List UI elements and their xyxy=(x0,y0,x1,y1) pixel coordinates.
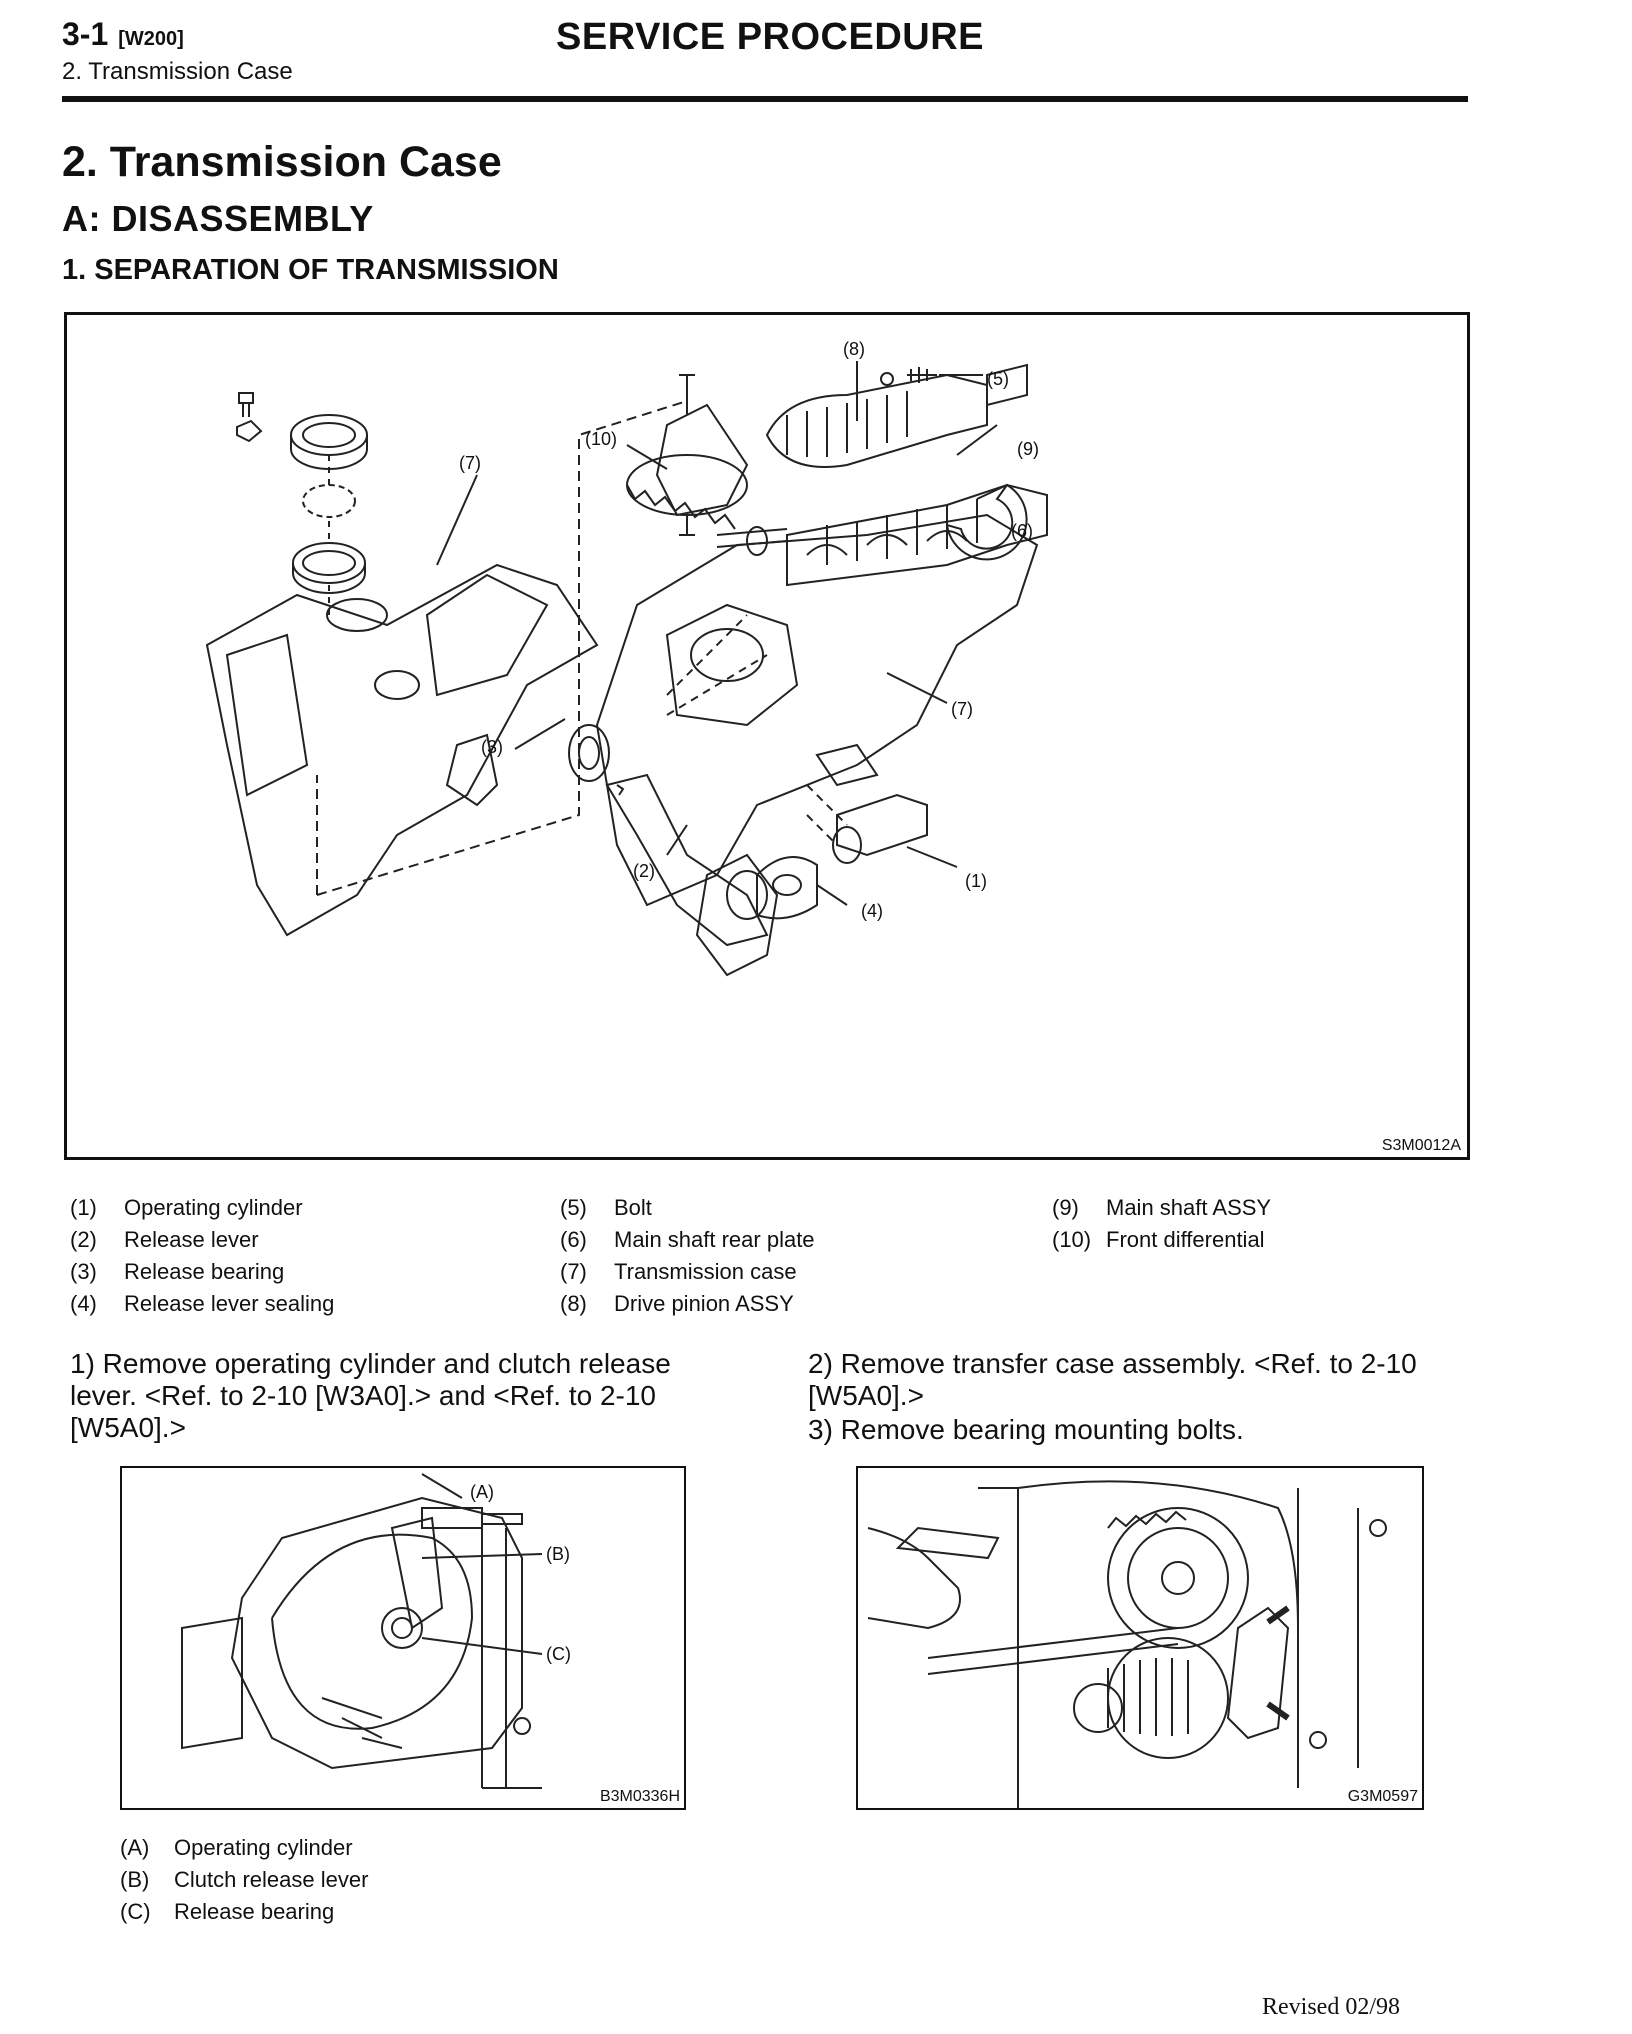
main-legend-col3: (9) Main shaft ASSY (10) Front differentia… xyxy=(1052,1192,1452,1256)
legend-text: Clutch release lever xyxy=(174,1867,369,1892)
step-1-text: 1) Remove operating cylinder and clutch … xyxy=(70,1348,671,1443)
legend-num: (B) xyxy=(120,1867,150,1892)
bearing-bolts-figure: G3M0597 xyxy=(856,1466,1424,1810)
step-2-text: 2) Remove transfer case assembly. <Ref. … xyxy=(808,1348,1417,1411)
legend-item: (4) Release lever sealing xyxy=(70,1288,550,1320)
figure-code: S3M0012A xyxy=(1381,1137,1461,1154)
legend-text: Release bearing xyxy=(124,1259,285,1284)
legend-item: (9) Main shaft ASSY xyxy=(1052,1192,1452,1224)
legend-num: (10) xyxy=(1052,1227,1092,1252)
legend-item: (7) Transmission case xyxy=(560,1256,1040,1288)
callout-c: (C) xyxy=(546,1644,571,1664)
figure-code: G3M0597 xyxy=(1347,1788,1418,1805)
legend-item: (3) Release bearing xyxy=(70,1256,550,1288)
callout-1: (1) xyxy=(965,871,987,891)
legend-item: (A) Operating cylinder xyxy=(120,1832,540,1864)
callout-5: (5) xyxy=(987,369,1009,389)
legend-num: (8) xyxy=(560,1291,587,1316)
procedure-heading: 1. SEPARATION OF TRANSMISSION xyxy=(62,254,559,286)
legend-num: (3) xyxy=(70,1259,97,1284)
legend-text: Release lever xyxy=(124,1227,259,1252)
bearing-bolts-diagram xyxy=(867,1480,1387,1808)
legend-item: (5) Bolt xyxy=(560,1192,1040,1224)
legend-num: (A) xyxy=(120,1835,150,1860)
page-header-title: SERVICE PROCEDURE xyxy=(556,16,985,58)
legend-text: Operating cylinder xyxy=(124,1195,303,1220)
callout-7-left: (7) xyxy=(459,453,481,473)
legend-item: (B) Clutch release lever xyxy=(120,1864,540,1896)
section-heading: 2. Transmission Case xyxy=(62,138,502,186)
subsection-label: 2. Transmission Case xyxy=(62,58,293,85)
section-number-text: 3-1 xyxy=(62,16,109,52)
callout-7-right: (7) xyxy=(951,699,973,719)
legend-text: Release lever sealing xyxy=(124,1291,335,1316)
legend-text: Bolt xyxy=(614,1195,652,1220)
release-lever-figure: (A) (B) (C) B3M0336H xyxy=(120,1466,686,1810)
left-figure-legend: (A) Operating cylinder (B) Clutch release … xyxy=(120,1832,540,1928)
legend-text: Main shaft ASSY xyxy=(1106,1195,1272,1220)
legend-item: (8) Drive pinion ASSY xyxy=(560,1288,1040,1320)
step-3-text: 3) Remove bearing mounting bolts. xyxy=(808,1414,1244,1445)
revision-footer: Revised 02/98 xyxy=(1262,1994,1400,2020)
callout-10: (10) xyxy=(585,429,617,449)
release-lever-diagram: (A) (B) (C) xyxy=(181,1473,571,1789)
legend-item: (10) Front differential xyxy=(1052,1224,1452,1256)
callout-6: (6) xyxy=(1011,521,1033,541)
legend-num: (1) xyxy=(70,1195,97,1220)
legend-item: (6) Main shaft rear plate xyxy=(560,1224,1040,1256)
legend-num: (7) xyxy=(560,1259,587,1284)
section-code: [W200] xyxy=(118,28,184,50)
callout-4: (4) xyxy=(861,901,883,921)
legend-num: (C) xyxy=(120,1899,151,1924)
legend-num: (9) xyxy=(1052,1195,1079,1220)
figure-code: B3M0336H xyxy=(599,1788,680,1805)
legend-num: (2) xyxy=(70,1227,97,1252)
callout-9: (9) xyxy=(1017,439,1039,459)
callout-8: (8) xyxy=(843,339,865,359)
header-rule xyxy=(62,96,1468,102)
main-legend-col2: (5) Bolt (6) Main shaft rear plate (7) Tran… xyxy=(560,1192,1040,1320)
exploded-transmission-diagram: (8) (5) (9) (6) (7) (10) (7) (3) (2) (1)… xyxy=(205,339,1048,977)
legend-text: Main shaft rear plate xyxy=(614,1227,815,1252)
legend-num: (4) xyxy=(70,1291,97,1316)
callout-3: (3) xyxy=(481,737,503,757)
main-figure: (8) (5) (9) (6) (7) (10) (7) (3) (2) (1)… xyxy=(64,312,1470,1160)
legend-text: Operating cylinder xyxy=(174,1835,353,1860)
callout-b: (B) xyxy=(546,1544,570,1564)
legend-item: (C) Release bearing xyxy=(120,1896,540,1928)
legend-num: (5) xyxy=(560,1195,587,1220)
legend-text: Front differential xyxy=(1106,1227,1265,1252)
main-legend-col1: (1) Operating cylinder (2) Release lever (… xyxy=(70,1192,550,1320)
legend-text: Release bearing xyxy=(174,1899,335,1924)
legend-text: Drive pinion ASSY xyxy=(614,1291,794,1316)
section-number: 3-1 [W200] xyxy=(62,16,184,53)
legend-item: (2) Release lever xyxy=(70,1224,550,1256)
legend-item: (1) Operating cylinder xyxy=(70,1192,550,1224)
legend-num: (6) xyxy=(560,1227,587,1252)
subsection-heading: A: DISASSEMBLY xyxy=(62,198,374,239)
callout-a: (A) xyxy=(470,1482,494,1502)
legend-text: Transmission case xyxy=(614,1259,797,1284)
callout-2: (2) xyxy=(633,861,655,881)
